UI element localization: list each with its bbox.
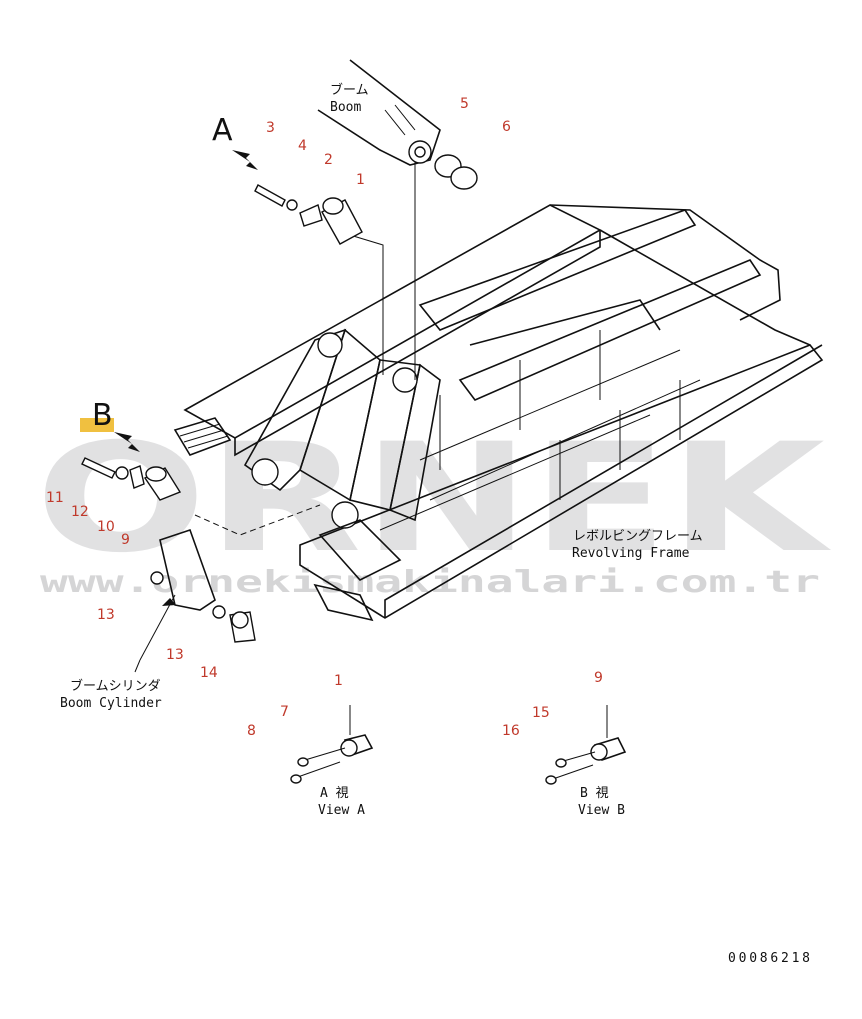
boom-drawing: [317, 59, 441, 166]
callout-9: 9: [121, 532, 130, 548]
callout-15: 15: [532, 705, 550, 721]
callout-3: 3: [266, 120, 275, 136]
boom-cylinder-shape: [159, 528, 216, 611]
view-a-label-jp: A 視: [320, 786, 349, 801]
cylinder-label-jp: ブームシリンダ: [70, 678, 161, 694]
callouts: 1 2 3 4 5 6 7 8 9 10 11 12 13 13 14 1 9 …: [46, 96, 603, 739]
frame-label-en: Revolving Frame: [572, 546, 690, 561]
part-6-washer: [450, 166, 478, 190]
boom-label-jp: ブーム: [330, 82, 369, 98]
part-2-plate: [299, 204, 323, 227]
callout-1: 1: [356, 172, 365, 188]
callout-5: 5: [460, 96, 469, 112]
callout-4: 4: [298, 138, 307, 154]
callout-8: 8: [247, 723, 256, 739]
view-a-detail: [290, 705, 374, 784]
view-a-label-en: View A: [318, 803, 365, 818]
view-b-label-jp: B 視: [580, 786, 609, 801]
revolving-frame-drawing: [173, 160, 824, 622]
callout-14: 14: [200, 665, 218, 681]
part-11-bolt: [81, 457, 116, 479]
callout-9-view-b: 9: [594, 670, 603, 686]
cylinder-label-en: Boom Cylinder: [60, 696, 162, 711]
part-4-washer: [286, 199, 298, 211]
callout-6: 6: [502, 119, 511, 135]
callout-10: 10: [97, 519, 115, 535]
watermark-accent: [80, 418, 114, 432]
boom-label-en: Boom: [330, 100, 361, 115]
callout-2: 2: [324, 152, 333, 168]
view-a-arrow: [232, 150, 258, 170]
callout-12: 12: [71, 504, 89, 520]
view-b-marker: B: [92, 398, 113, 433]
part-3-bolt: [254, 184, 286, 207]
part-12-washer: [115, 466, 129, 480]
view-b-detail: [545, 705, 627, 785]
callout-13a: 13: [97, 607, 115, 623]
frame-label-jp: レボルビングフレーム: [573, 529, 703, 544]
callout-1-view-a: 1: [334, 673, 343, 689]
view-a-marker: A: [212, 113, 233, 148]
callout-7: 7: [280, 704, 289, 720]
part-shapes: [81, 150, 627, 785]
drawing-number: 00086218: [728, 951, 810, 966]
callout-13b: 13: [166, 647, 184, 663]
part-10-plate: [129, 465, 145, 489]
callout-16: 16: [502, 723, 520, 739]
view-b-arrow: [114, 432, 140, 452]
view-b-label-en: View B: [578, 803, 625, 818]
callout-11: 11: [46, 490, 64, 506]
